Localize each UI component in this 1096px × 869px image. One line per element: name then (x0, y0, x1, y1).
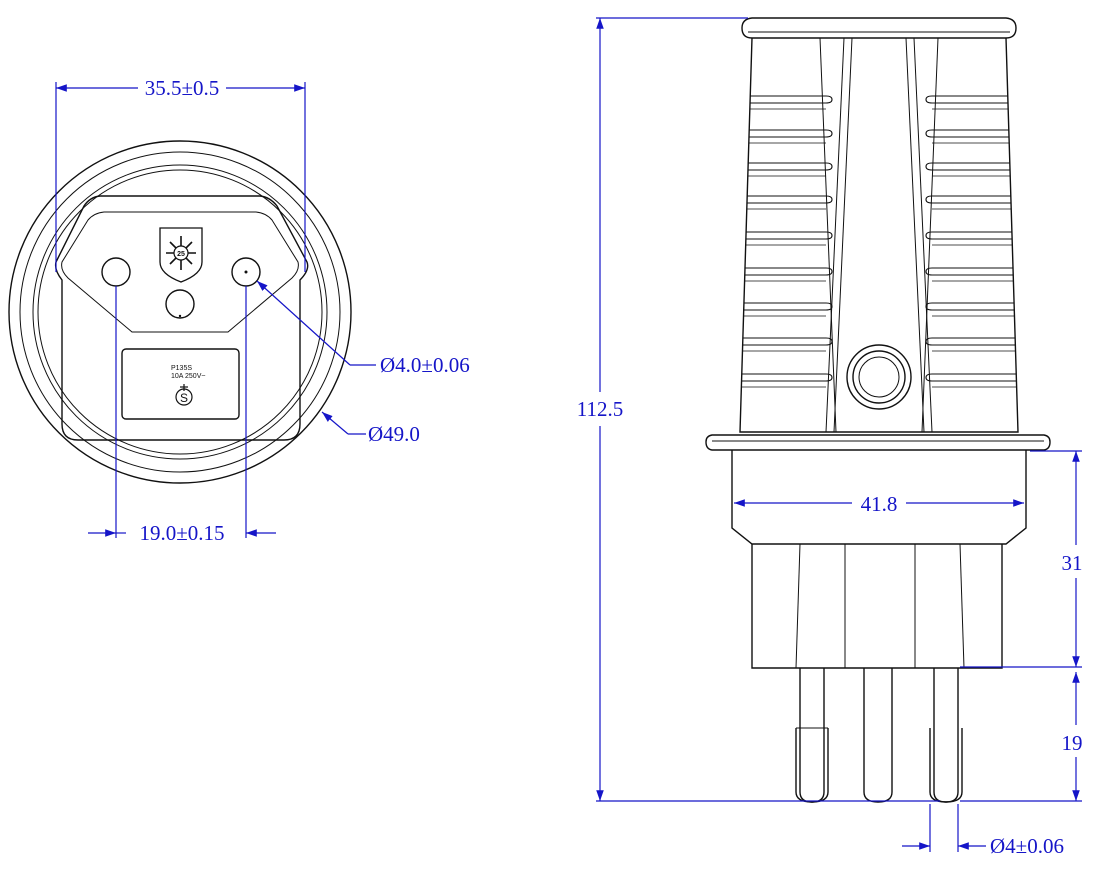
panel-right-edge (905, 37, 925, 433)
s-mark-icon: S (175, 384, 193, 406)
grip-ribs-left (741, 95, 833, 388)
mid-ring-inner (37, 169, 323, 455)
rib-left-6 (744, 267, 833, 276)
rib-right-2 (925, 129, 1009, 138)
front-view: 25 P135S 10A 250V~ S 35.5±0.5 Ø4.0±0.06 … (8, 76, 470, 545)
rib-left-3 (748, 162, 833, 171)
dim-pin-hole-label: Ø4.0±0.06 (380, 353, 470, 377)
svg-text:S: S (180, 391, 188, 405)
dim-height-label: 112.5 (577, 397, 623, 421)
pin-right (929, 668, 963, 803)
earth-mark (178, 314, 182, 318)
label-model: P135S (171, 365, 192, 372)
rib-left-1 (750, 95, 833, 104)
mid-ring (32, 164, 328, 460)
rib-right-5 (925, 231, 1012, 240)
rib-right-3 (925, 162, 1010, 171)
rating-label-plate (121, 348, 240, 420)
pin-hole-earth (165, 289, 195, 319)
dim-pin-diameter-label: Ø4±0.06 (990, 834, 1064, 858)
pin-earth (863, 668, 893, 803)
pin-hole-left (101, 257, 131, 287)
pin-hole-leader (256, 280, 351, 366)
plug-insert (751, 544, 1003, 669)
dim-pin-diameter (902, 804, 986, 852)
release-button-ring (852, 350, 906, 404)
rib-right-6 (925, 267, 1014, 276)
outer-leader (321, 411, 349, 435)
dim-pin-spacing (88, 286, 276, 538)
panel-left-edge (833, 37, 853, 433)
dim-outer-label: Ø49.0 (368, 422, 420, 446)
dim-body-width-label: 41.8 (861, 492, 898, 516)
rib-right-1 (925, 95, 1008, 104)
rib-left-5 (746, 231, 833, 240)
outer-ring-inner (19, 151, 341, 473)
dim-right-verticals (960, 450, 1082, 802)
release-button-outer (846, 344, 912, 410)
grip-ribs-right (925, 95, 1017, 388)
dim-height (596, 17, 940, 802)
dim-width-label: 35.5±0.5 (145, 76, 220, 100)
rib-left-8 (742, 337, 833, 346)
rib-right-8 (925, 337, 1016, 346)
label-rating: 10A 250V~ (171, 373, 205, 380)
side-view: 112.5 41.8 31 19 Ø4±0.06 (577, 17, 1083, 858)
socket-recess (61, 211, 299, 333)
rib-right-7 (925, 302, 1015, 311)
rib-right-4 (925, 195, 1011, 204)
rib-right-9 (925, 373, 1017, 382)
body-block (731, 450, 1027, 545)
dim-width-front (55, 82, 306, 272)
outer-ring (8, 140, 352, 484)
rib-left-4 (747, 195, 833, 204)
pin-hole-right-center (244, 270, 248, 274)
flange (705, 434, 1051, 451)
rib-left-9 (741, 373, 833, 382)
dim-pin-length-label: 19 (1062, 731, 1083, 755)
snowflake-shield-icon: 25 (159, 227, 203, 283)
rib-left-2 (749, 129, 833, 138)
top-cap (741, 17, 1017, 39)
handle-body (739, 37, 1019, 433)
pin-left (795, 668, 829, 803)
svg-text:25: 25 (177, 251, 185, 258)
release-button-inner (858, 356, 900, 398)
dim-pin-spacing-label: 19.0±0.15 (139, 521, 224, 545)
dim-body-height-label: 31 (1062, 551, 1083, 575)
rib-left-7 (743, 302, 833, 311)
